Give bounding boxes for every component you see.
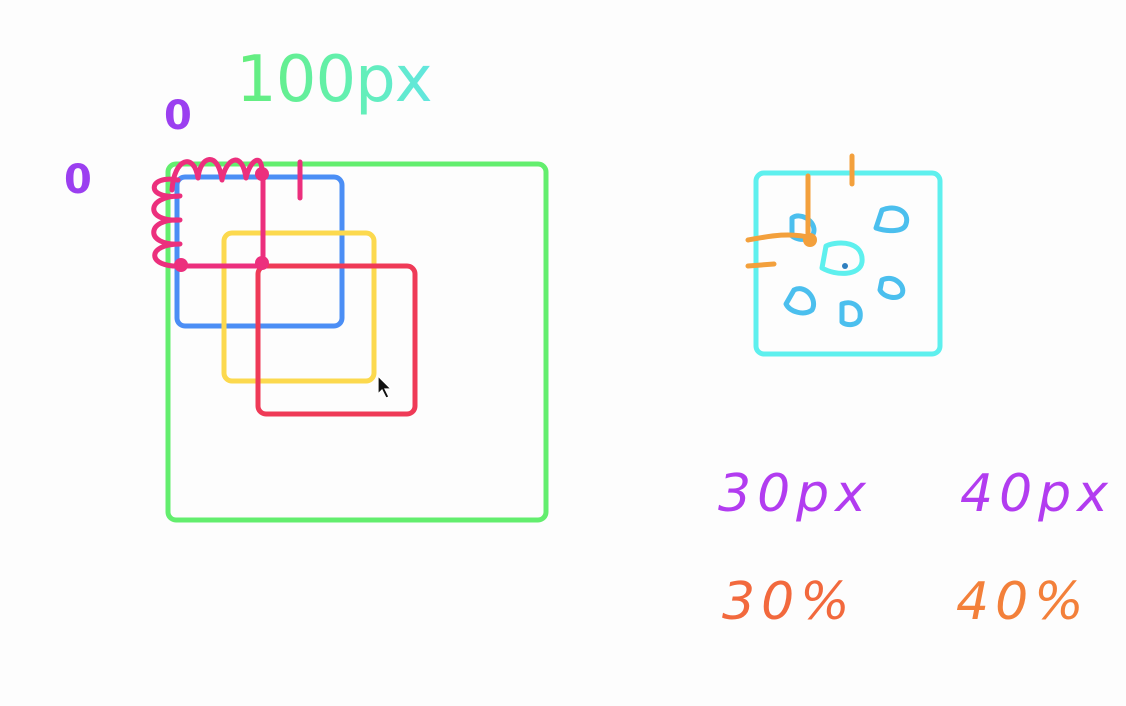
outer-green-box: [165, 161, 549, 523]
value-30px-label: 30px: [718, 464, 872, 524]
mouse-cursor-icon: [377, 374, 393, 399]
size-label: 100px: [236, 40, 433, 120]
value-40pct-label: 40%: [956, 572, 1090, 632]
pink-corner-dots: [174, 167, 269, 272]
cyan-center-dot: [842, 263, 848, 269]
pink-offset-marks: [151, 157, 303, 269]
value-40px-label: 40px: [960, 464, 1114, 524]
origin-left-label: 0: [64, 157, 92, 203]
red-box: [255, 263, 418, 417]
cyan-dots: [783, 205, 910, 328]
orange-corner-dot: [803, 233, 817, 247]
yellow-box: [221, 230, 377, 384]
value-30pct-label: 30%: [722, 572, 856, 632]
origin-top-label: 0: [164, 93, 192, 139]
